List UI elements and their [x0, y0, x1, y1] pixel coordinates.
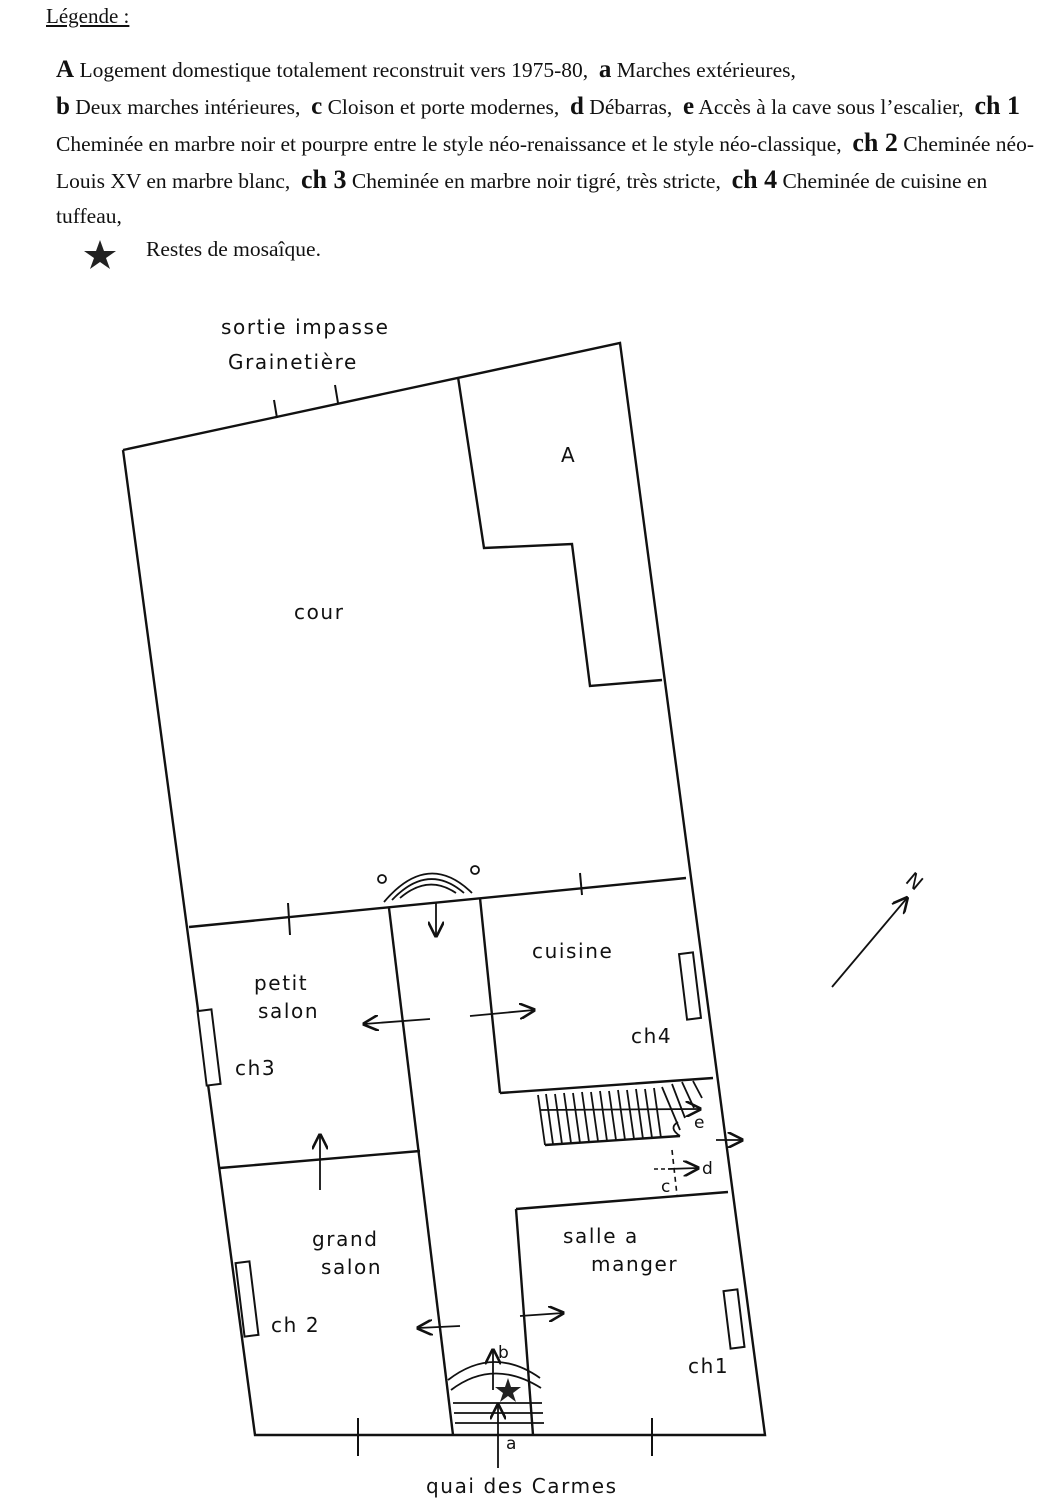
legend-text-ch1: Cheminée en marbre noir et pourpre entre… — [56, 132, 842, 156]
legend-text-a: Marches extérieures, — [616, 58, 796, 82]
marker-e: e — [694, 1113, 704, 1133]
legend-text: A Logement domestique totalement reconst… — [56, 52, 1041, 234]
legend-key-ch2: ch 2 — [852, 128, 898, 157]
label-room-A: A — [561, 443, 576, 467]
label-salon-2: salon — [321, 1255, 382, 1279]
label-grand: grand — [312, 1227, 379, 1251]
label-street: quai des Carmes — [426, 1474, 618, 1498]
legend-key-b: b — [56, 93, 70, 120]
outer-wall — [121, 341, 767, 1437]
label-cour: cour — [294, 600, 345, 624]
label-ch3: ch3 — [235, 1056, 276, 1080]
legend-key-c: c — [311, 93, 323, 120]
legend-key-ch4: ch 4 — [731, 165, 778, 194]
marker-a: a — [506, 1434, 516, 1454]
legend-key-a: a — [598, 56, 612, 83]
staircase-icon — [537, 1080, 703, 1146]
label-top-exit-1: sortie impasse — [221, 315, 389, 339]
legend-text-b: Deux marches intérieures, — [75, 95, 301, 119]
legend-text-c: Cloison et porte modernes, — [327, 95, 560, 119]
garden-steps-icon — [377, 865, 480, 903]
legend-text-ch2: Cheminée néo-Louis XV en marbre blanc, — [56, 132, 1034, 193]
legend-star-icon — [84, 240, 116, 269]
wall-A — [456, 376, 663, 688]
label-ch2: ch 2 — [271, 1313, 320, 1337]
arrow-to-salle-a-manger — [519, 1313, 563, 1316]
wall-stair-south — [544, 1134, 681, 1147]
legend-key-ch3: ch 3 — [301, 165, 347, 194]
fireplace-ch2-icon — [234, 1260, 260, 1338]
arrow-to-petit-salon — [364, 1019, 431, 1024]
wall-dining-west — [514, 1208, 535, 1436]
partition-c — [671, 1149, 678, 1196]
label-ch1: ch1 — [688, 1354, 729, 1378]
label-salon-1: salon — [258, 999, 319, 1023]
legend-text-A: Logement domestique totalement reconstru… — [79, 58, 589, 82]
legend-key-e: e — [683, 93, 695, 120]
legend-key-A: A — [56, 56, 75, 83]
legend-text-ch4: Cheminée de cuisine en tuffeau, — [56, 169, 988, 228]
legend-title: Légende : — [46, 4, 130, 28]
label-cuisine: cuisine — [532, 939, 613, 963]
mosaic-star-icon — [495, 1378, 521, 1402]
legend-key-d: d — [570, 93, 584, 120]
legend-text-ch3: Cheminée en marbre noir tigré, très stri… — [351, 169, 721, 193]
fireplace-ch1-icon — [722, 1288, 746, 1350]
legend: Légende : A Logement domestique totaleme… — [46, 4, 1046, 228]
north-arrow — [831, 898, 907, 988]
legend-text-e: Accès à la cave sous l’escalier, — [698, 95, 964, 119]
marker-d: d — [702, 1159, 713, 1179]
label-ch4: ch4 — [631, 1024, 672, 1048]
fireplace-ch3-icon — [196, 1008, 222, 1087]
marker-c: c — [661, 1177, 670, 1197]
label-north: N — [901, 867, 929, 896]
wall-cour — [188, 876, 687, 929]
wall-kitchen-south — [499, 1076, 714, 1095]
stair-arrow — [539, 1109, 700, 1110]
label-manger: manger — [591, 1252, 678, 1276]
marker-b: b — [498, 1343, 509, 1363]
fireplace-ch4-icon — [677, 951, 703, 1021]
legend-star-text: Restes de mosaîque. — [146, 237, 321, 261]
label-petit: petit — [254, 971, 308, 995]
arrow-to-grand-salon — [418, 1326, 461, 1328]
wall-dining-north — [515, 1190, 729, 1211]
wall-corridor-west — [387, 907, 455, 1436]
legend-key-ch1: ch 1 — [974, 91, 1020, 120]
arrow-to-cuisine — [469, 1010, 534, 1016]
label-salle: salle a — [563, 1224, 639, 1248]
arrow-debarras — [667, 1168, 698, 1169]
wall-corridor-east — [478, 897, 502, 1094]
legend-text-d: Débarras, — [589, 95, 673, 119]
label-top-exit-2: Grainetière — [228, 350, 358, 374]
